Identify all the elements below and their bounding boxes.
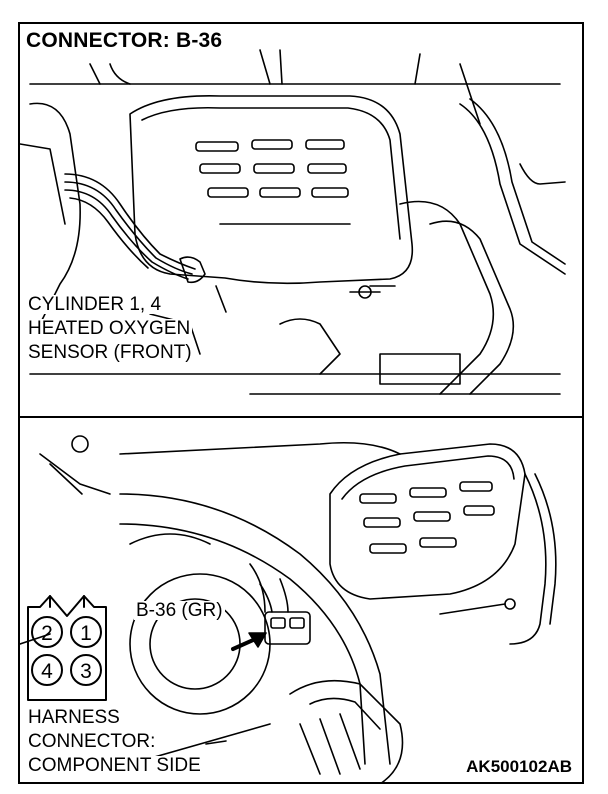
pin-label-bottom-right: 3 bbox=[80, 660, 92, 683]
pin-1-circle bbox=[31, 616, 63, 648]
connector-face-diagram: 2 1 4 3 bbox=[27, 595, 107, 701]
pin-4-circle bbox=[70, 654, 102, 686]
pin-label-bottom-left: 4 bbox=[41, 660, 53, 683]
sensor-callout-line-3: SENSOR (FRONT) bbox=[26, 342, 194, 363]
connector-arrow bbox=[231, 632, 267, 651]
sensor-callout-line-1: CYLINDER 1, 4 bbox=[26, 294, 164, 315]
harness-caption-line-3: COMPONENT SIDE bbox=[26, 755, 203, 776]
harness-caption-line-1: HARNESS bbox=[26, 707, 122, 728]
pin-label-top-right: 1 bbox=[80, 622, 92, 645]
figure-code: AK500102AB bbox=[464, 757, 574, 776]
figure-frame: 2 1 4 3 CONNECTOR: B-36 CYLINDER 1, 4 HE… bbox=[18, 22, 584, 784]
harness-leader-line bbox=[205, 740, 227, 745]
connector-b36-label: B-36 (GR) bbox=[134, 600, 225, 621]
page-title: CONNECTOR: B-36 bbox=[26, 30, 227, 53]
pin-2-circle bbox=[70, 616, 102, 648]
engine-illustration: 2 1 4 3 bbox=[20, 49, 582, 782]
harness-caption-line-2: CONNECTOR: bbox=[26, 731, 158, 752]
pin-3-circle bbox=[31, 654, 63, 686]
pin-label-top-left: 2 bbox=[41, 622, 53, 645]
sensor-callout-line-2: HEATED OXYGEN bbox=[26, 318, 193, 339]
top-leader-line bbox=[215, 285, 227, 313]
top-engine-view bbox=[20, 49, 566, 395]
